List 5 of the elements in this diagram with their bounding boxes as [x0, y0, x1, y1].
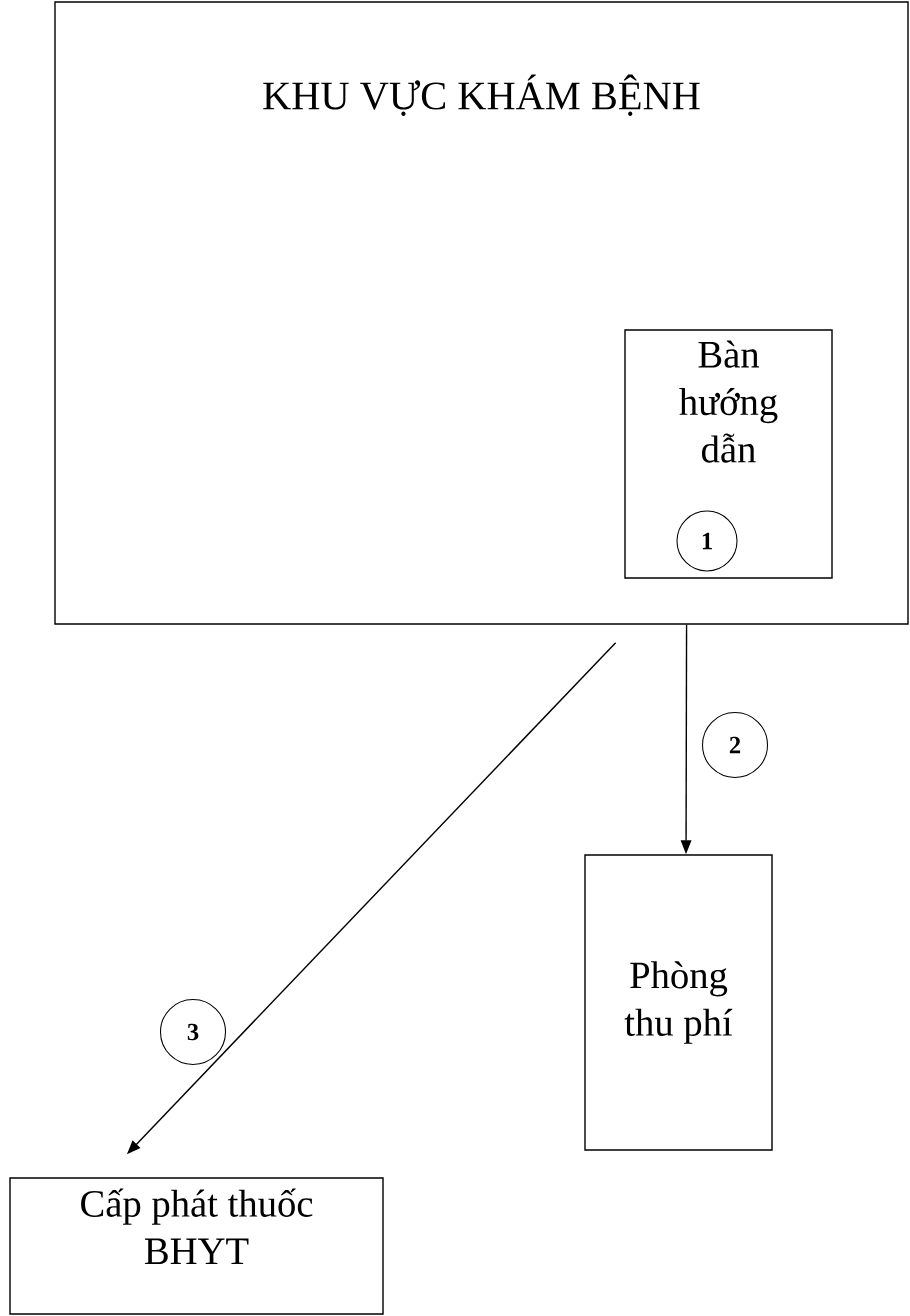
room-box: Cấp phát thuốc BHYT	[9, 1177, 384, 1315]
room-box: Phòng thu phí	[584, 854, 773, 1151]
edge-label: 2	[701, 712, 769, 779]
callout-number: 1	[676, 510, 738, 572]
edge-label: 3	[159, 999, 227, 1066]
